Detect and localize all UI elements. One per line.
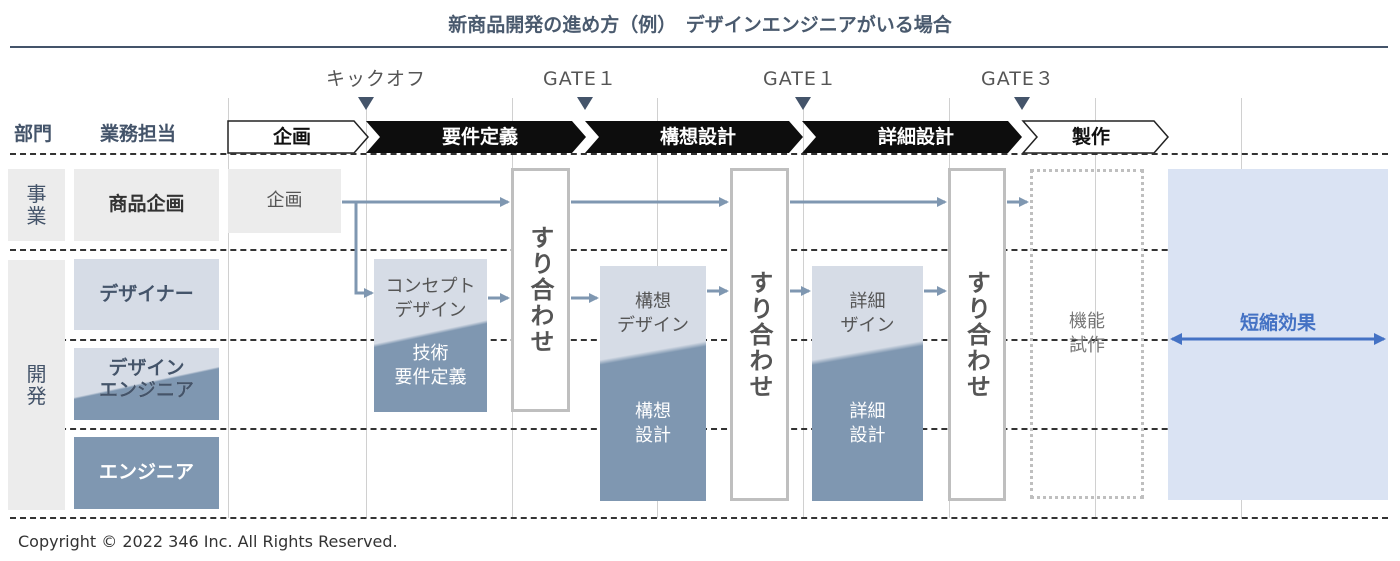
activity-idea-design: 構想 デザイン: [617, 291, 689, 337]
effect-label: 短縮効果: [1239, 312, 1316, 334]
activity-planning: 企画: [228, 169, 341, 233]
phase-detail-design: 詳細設計: [877, 126, 954, 148]
header-dept: 部門: [14, 123, 53, 145]
copyright-text: Copyright © 2022 346 Inc. All Rights Res…: [18, 532, 398, 551]
header-duty: 業務担当: [100, 123, 177, 145]
milestone-kickoff: キックオフ: [326, 68, 427, 90]
role-designer: デザイナー: [74, 259, 219, 330]
role-product-planning: 商品企画: [74, 169, 219, 241]
phase-concept-design: 構想設計: [659, 126, 736, 148]
role-engineer: エンジニア: [74, 437, 219, 509]
phase-planning: 企画: [272, 126, 311, 148]
activity-idea-engineering: 構想 設計: [635, 401, 671, 447]
row-divider: [10, 153, 1388, 155]
activity-detail-bg: [812, 266, 923, 501]
milestone-marker: [577, 97, 593, 110]
phase-concept-shape: [585, 121, 803, 153]
milestone-gate-1: GATE１: [543, 68, 617, 90]
phase-requirements: 要件定義: [441, 126, 518, 148]
activity-tech-requirements: 技術 要件定義: [394, 343, 467, 389]
grid-line: [228, 98, 229, 518]
role-design-engineer: デザイン エンジニア: [74, 348, 219, 420]
activity-concept-design: コンセプト デザイン: [385, 276, 476, 322]
grid-line: [803, 98, 804, 518]
activity-idea-bg: [600, 266, 706, 501]
activity-concept-bg: [374, 259, 487, 412]
title-underline: [10, 46, 1388, 48]
milestone-marker: [358, 97, 374, 110]
phase-planning-shape: [227, 120, 369, 154]
phase-bar: [227, 120, 1169, 154]
activity-detail-design: 詳細 ザイン: [840, 291, 895, 337]
sync-box-1: すり合わせ: [511, 168, 570, 412]
phase-detail-shape: [802, 121, 1022, 153]
diagram-title: 新商品開発の進め方（例） デザインエンジニアがいる場合: [448, 14, 952, 36]
role-design-engineer-label: デザイン エンジニア: [98, 357, 194, 401]
phase-requirements-shape: [366, 121, 586, 153]
arrow-plan-to-concept: [354, 202, 374, 298]
activity-detail-engineering: 詳細 設計: [849, 401, 886, 447]
sync-box-2: すり合わせ: [730, 168, 789, 501]
phase-production: 製作: [1071, 126, 1110, 148]
role-design-engineer-bg: [74, 348, 219, 420]
milestone-marker: [795, 97, 811, 110]
milestone-marker: [1014, 97, 1030, 110]
milestone-gate-3: GATE３: [981, 68, 1055, 90]
dept-development: 開 発: [8, 260, 65, 510]
activity-prototype: 機能 試作: [1030, 169, 1144, 499]
milestone-gate-2: GATE１: [763, 68, 837, 90]
row-divider: [10, 249, 1388, 251]
row-divider: [10, 517, 1388, 519]
dept-business: 事 業: [8, 169, 65, 241]
sync-box-3: すり合わせ: [948, 168, 1006, 501]
grid-line: [1095, 98, 1096, 518]
grid-line: [366, 98, 367, 518]
